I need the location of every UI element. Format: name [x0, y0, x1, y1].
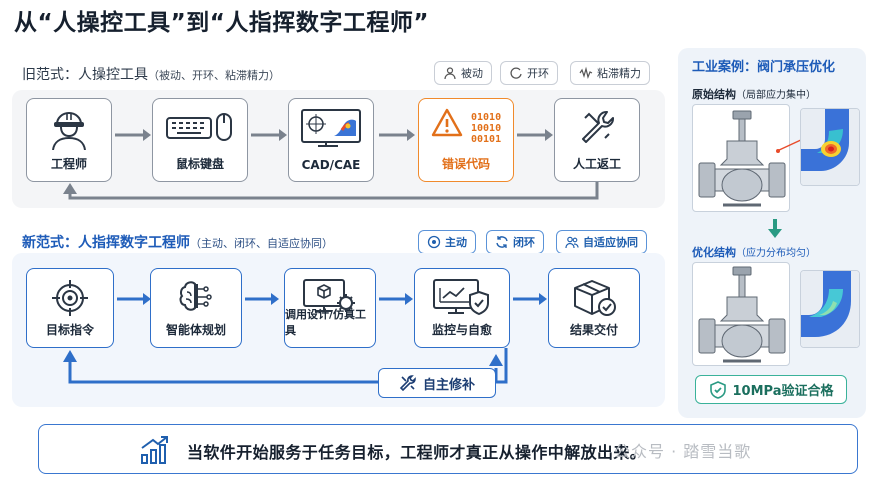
case-after-heading: 优化结构（应力分布均匀） — [692, 244, 816, 260]
zoom-callout-line — [776, 138, 804, 153]
step-label: 工程师 — [50, 157, 87, 171]
step-label: 目标指令 — [45, 323, 94, 337]
tag-viscous-effort: 粘滞精力 — [570, 61, 650, 85]
arrow-right — [379, 129, 415, 141]
shield-check-icon — [709, 380, 726, 399]
refresh-icon — [496, 236, 508, 248]
case-before-heading: 原始结构（局部应力集中） — [692, 86, 816, 102]
step-label: 智能体规划 — [165, 323, 226, 337]
step-label: CAD/CAE — [301, 158, 361, 172]
watermark: 公众号 · 踏雪当歌 — [614, 442, 752, 461]
target-icon — [427, 235, 441, 249]
arrow-right — [117, 293, 151, 305]
case-after-label: 优化结构 — [692, 246, 736, 259]
step-cad-cae: CAD/CAE — [288, 98, 374, 182]
down-arrow — [768, 219, 782, 238]
tag-label: 主动 — [445, 236, 467, 249]
tag-label: 粘滞精力 — [597, 67, 641, 80]
case-before-label: 原始结构 — [692, 88, 736, 101]
conclusion-text: 当软件开始服务于任务目标，工程师才真正从操作中解放出来。 — [187, 443, 647, 462]
case-title: 工业案例：阀门承压优化 — [692, 60, 836, 75]
arrow-right — [245, 293, 279, 305]
self-repair-badge: 自主修补 — [378, 368, 496, 398]
arrow-right — [379, 293, 413, 305]
ai-brain-icon — [179, 281, 212, 311]
step-label: 错误代码 — [441, 157, 490, 171]
binary-code: 01010 10010 00101 — [471, 112, 501, 145]
crosshair-target-icon — [52, 280, 88, 316]
new-heading-sub: （主动、闭环、自适应协同） — [190, 237, 333, 250]
tag-adaptive-collab: 自适应协同 — [556, 230, 647, 254]
tools-icon — [399, 375, 416, 392]
wave-icon — [579, 66, 593, 79]
stress-map-optimized — [800, 270, 860, 348]
new-heading-text: 新范式：人指挥数字工程师 — [22, 235, 190, 251]
monitor-shield-icon — [433, 279, 489, 316]
old-heading-text: 旧范式：人操控工具 — [22, 67, 148, 83]
step-mouse-keyboard: 鼠标键盘 — [152, 98, 248, 182]
case-before-note: （局部应力集中） — [736, 90, 816, 101]
case-after-note: （应力分布均匀） — [736, 248, 816, 259]
monitor-gear-icon — [303, 279, 355, 312]
step-label: 鼠标键盘 — [175, 157, 224, 171]
step-label: 人工返工 — [572, 157, 621, 171]
stress-map-original — [800, 108, 860, 186]
step-label: 结果交付 — [569, 323, 618, 337]
step-label: 监控与自愈 — [431, 323, 492, 337]
valve-original-image — [692, 104, 790, 212]
tag-proactive: 主动 — [418, 230, 476, 254]
step-call-design-tools: 调用设计/仿真工具 — [284, 268, 376, 348]
keyboard-mouse-icon — [166, 113, 232, 141]
self-repair-feedback-arrow — [63, 348, 508, 384]
binary-line: 01010 — [471, 112, 502, 123]
arrow-right — [513, 293, 547, 305]
engineer-icon — [52, 112, 86, 150]
step-agent-planning: 智能体规划 — [150, 268, 242, 348]
stress-heatmap-drawing — [801, 271, 859, 347]
arrow-right — [115, 129, 151, 141]
warning-icon — [431, 108, 463, 137]
binary-line: 10010 — [471, 123, 502, 134]
step-engineer: 工程师 — [26, 98, 112, 182]
tag-label: 开环 — [527, 67, 549, 80]
people-icon — [565, 236, 579, 249]
wrench-icon — [582, 111, 614, 143]
step-result-delivery: 结果交付 — [548, 268, 640, 348]
old-heading-sub: （被动、开环、粘滞精力） — [148, 69, 280, 82]
new-paradigm-heading: 新范式：人指挥数字工程师（主动、闭环、自适应协同） — [22, 232, 333, 252]
step-error-code: 01010 10010 00101 错误代码 — [418, 98, 514, 182]
verification-label: 10MPa验证合格 — [732, 384, 834, 399]
verification-badge: 10MPa验证合格 — [695, 375, 847, 404]
open-loop-icon — [510, 67, 522, 79]
step-manual-rework: 人工返工 — [554, 98, 640, 182]
step-goal-command: 目标指令 — [26, 268, 114, 348]
page-title: 从“人操控工具”到“人指挥数字工程师” — [14, 10, 429, 36]
conclusion-bar: 当软件开始服务于任务目标，工程师才真正从操作中解放出来。 公众号 · 踏雪当歌 — [38, 424, 858, 474]
growth-chart-icon — [141, 436, 168, 464]
person-icon — [444, 67, 456, 80]
self-repair-label: 自主修补 — [422, 377, 475, 393]
tag-label: 闭环 — [513, 236, 535, 249]
step-monitor-self-heal: 监控与自愈 — [414, 268, 510, 348]
stress-heatmap-drawing — [801, 109, 859, 185]
tag-closed-loop: 闭环 — [486, 230, 544, 254]
binary-line: 00101 — [471, 134, 502, 145]
tag-label: 自适应协同 — [583, 236, 638, 249]
arrow-right — [517, 129, 553, 141]
tag-passive: 被动 — [434, 61, 492, 85]
valve-drawing — [698, 266, 786, 363]
arrow-right — [251, 129, 287, 141]
rework-feedback-arrow — [63, 182, 599, 200]
valve-drawing — [698, 110, 786, 207]
cad-monitor-icon — [301, 109, 361, 147]
tag-open-loop: 开环 — [500, 61, 558, 85]
old-paradigm-heading: 旧范式：人操控工具（被动、开环、粘滞精力） — [22, 64, 280, 84]
package-check-icon — [574, 280, 616, 316]
tag-label: 被动 — [461, 67, 483, 80]
valve-optimized-image — [692, 262, 790, 366]
